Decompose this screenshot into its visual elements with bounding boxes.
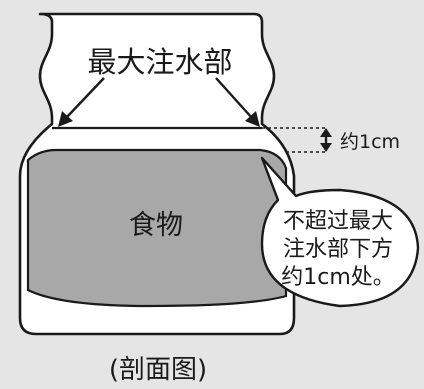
callout-bubble xyxy=(260,156,420,308)
max-water-arrow-right-head-icon xyxy=(245,111,260,127)
max-water-arrow-left-head-icon xyxy=(58,111,73,127)
offset-arrow-down-icon xyxy=(320,143,332,152)
note-line-1: 不超过最大 xyxy=(283,209,393,234)
note-line-3: 约1cm处。 xyxy=(281,265,395,290)
note-line-2: 注水部下方 xyxy=(283,237,393,262)
cross-section-caption: (剖面图) xyxy=(109,355,207,385)
food-area xyxy=(26,148,288,308)
food-label: 食物 xyxy=(129,210,183,241)
max-water-arrow-left xyxy=(65,77,105,119)
max-water-label: 最大注水部 xyxy=(87,45,232,79)
offset-label: 约1cm xyxy=(340,131,400,153)
max-water-arrow-right xyxy=(215,77,253,119)
offset-arrow-up-icon xyxy=(320,128,332,137)
